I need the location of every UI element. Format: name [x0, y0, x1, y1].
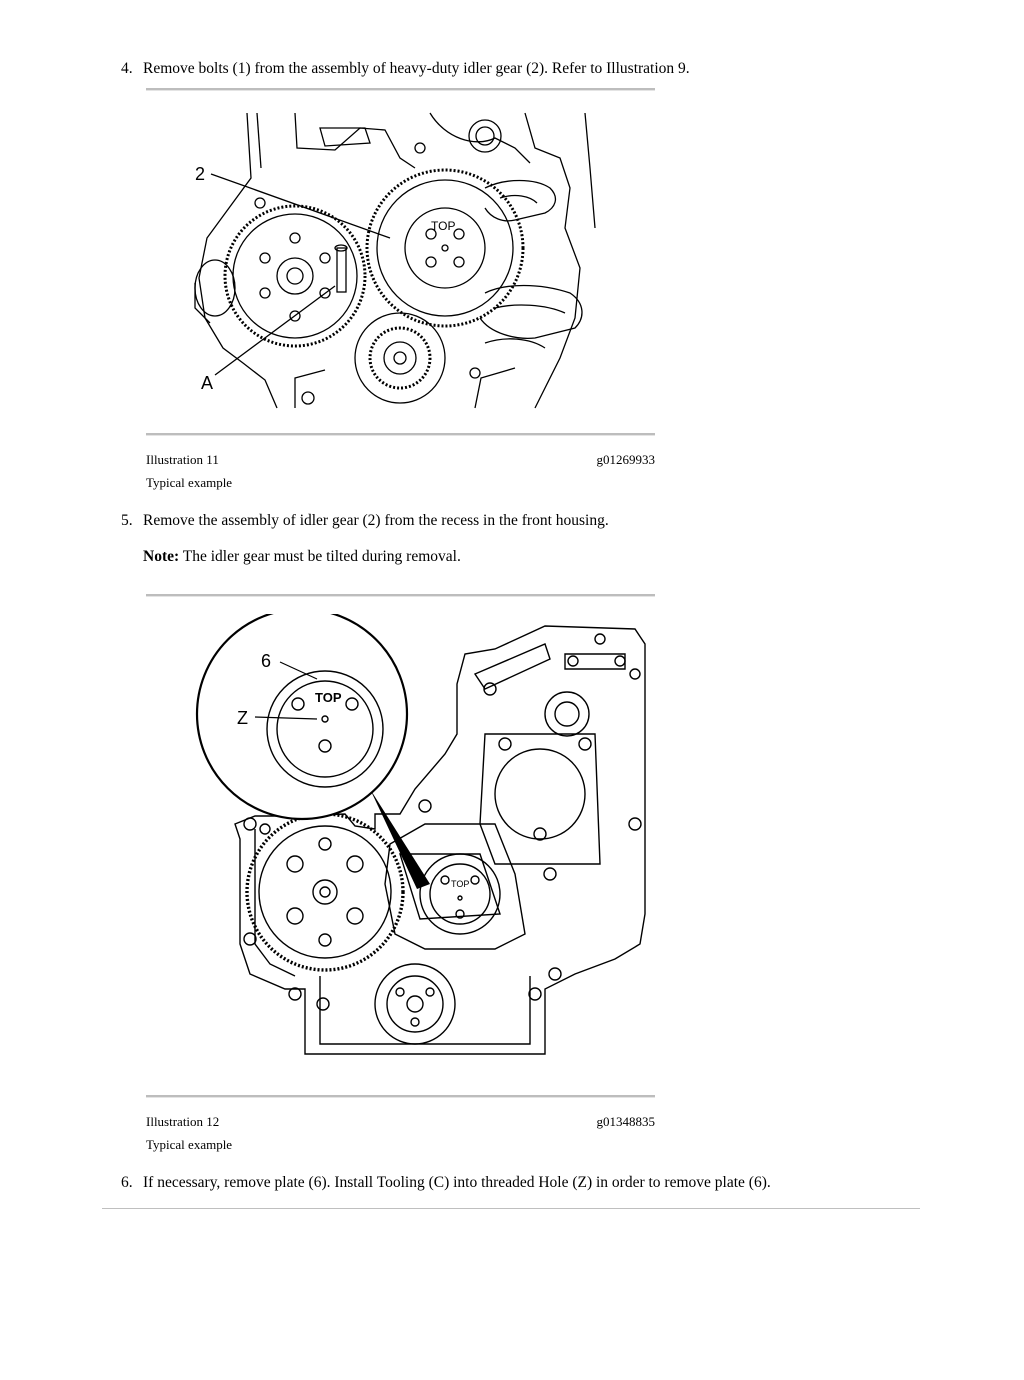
step-text: Remove the assembly of idler gear (2) fr… — [143, 512, 609, 529]
step-text: If necessary, remove plate (6). Install … — [143, 1174, 771, 1191]
caption-illustration-11: Illustration 11 g01269933 — [146, 452, 655, 468]
top-stamp: TOP — [431, 219, 455, 233]
callout-6: 6 — [261, 651, 271, 671]
callout-2: 2 — [195, 164, 205, 184]
caption-sub: Typical example — [146, 475, 233, 490]
illustration-12: 6 Z TOP TOP — [195, 614, 655, 1064]
figure-bottom-rule — [146, 1095, 655, 1098]
step-4: 4. Remove bolts (1) from the assembly of … — [121, 59, 690, 79]
callout-a: A — [201, 373, 213, 393]
step-number: 4. — [121, 60, 133, 77]
note: Note: The idler gear must be tilted duri… — [143, 547, 461, 567]
figure-top-rule — [146, 88, 655, 91]
subcaption-illustration-12: Typical example — [146, 1137, 655, 1153]
caption-title: Illustration 11 — [146, 452, 219, 467]
top-stamp: TOP — [315, 690, 342, 705]
step-text: Remove bolts (1) from the assembly of he… — [143, 60, 690, 77]
step-5: 5. Remove the assembly of idler gear (2) … — [121, 511, 609, 531]
page-divider — [102, 1208, 920, 1209]
note-label: Note: — [143, 548, 180, 565]
note-text: The idler gear must be tilted during rem… — [182, 548, 461, 565]
figure-bottom-rule — [146, 433, 655, 436]
callout-z: Z — [237, 708, 248, 728]
top-stamp-small: TOP — [451, 879, 469, 889]
caption-title: Illustration 12 — [146, 1114, 220, 1129]
step-6: 6. If necessary, remove plate (6). Instal… — [121, 1173, 771, 1193]
figure-top-rule — [146, 594, 655, 597]
caption-id: g01269933 — [596, 452, 656, 467]
caption-sub: Typical example — [146, 1137, 233, 1152]
caption-illustration-12: Illustration 12 g01348835 — [146, 1114, 655, 1130]
subcaption-illustration-11: Typical example — [146, 475, 655, 491]
step-number: 6. — [121, 1174, 133, 1191]
step-number: 5. — [121, 512, 133, 529]
illustration-11: 2 A TOP — [185, 108, 605, 413]
caption-id: g01348835 — [596, 1114, 656, 1129]
